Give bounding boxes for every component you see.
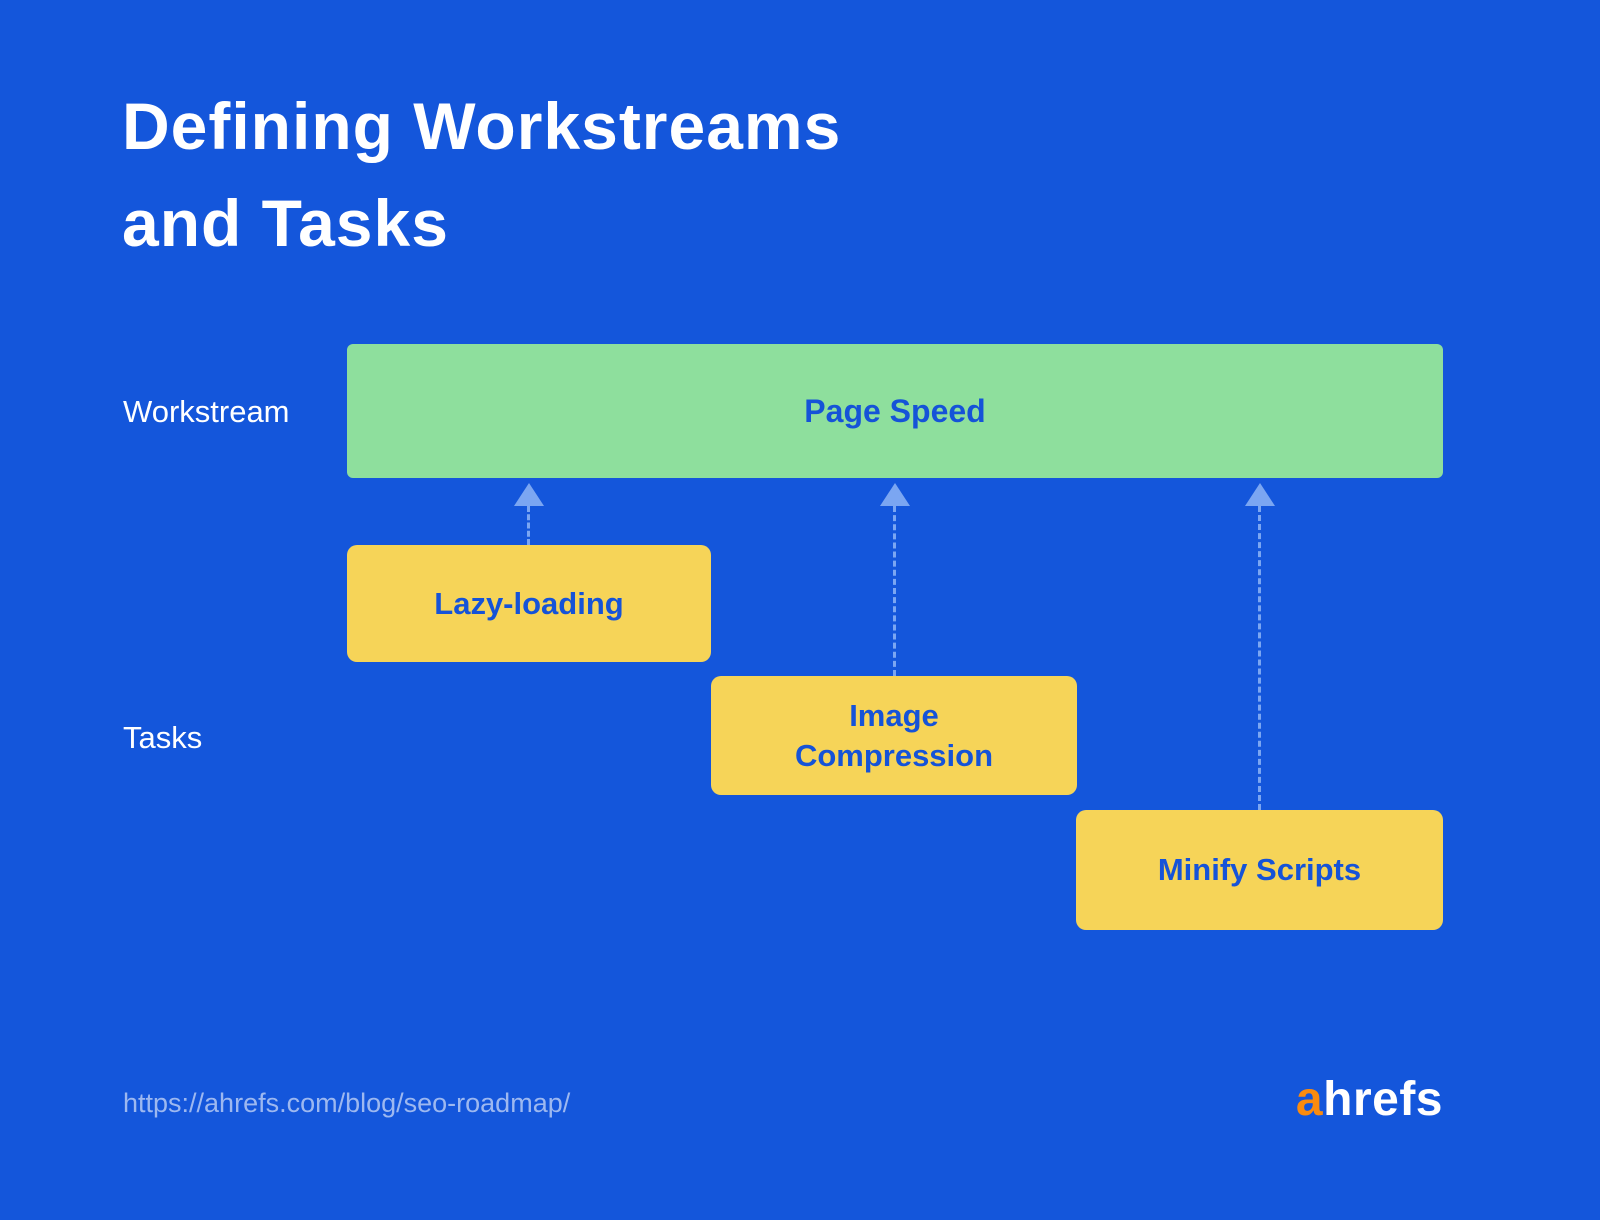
- ahrefs-logo-hrefs: hrefs: [1323, 1073, 1443, 1126]
- arrow-up-icon: [880, 483, 910, 506]
- tasks-label: Tasks: [123, 720, 203, 755]
- ahrefs-logo: ahrefs: [1296, 1072, 1443, 1127]
- arrow-up-icon: [1245, 483, 1275, 506]
- dashed-connector-lazy-loading: [527, 506, 530, 545]
- workstream-label: Workstream: [123, 394, 290, 429]
- workstream-bar: Page Speed: [347, 344, 1443, 478]
- task-box-minify-scripts: Minify Scripts: [1076, 810, 1443, 930]
- dashed-connector-minify-scripts: [1258, 506, 1261, 810]
- footer-url: https://ahrefs.com/blog/seo-roadmap/: [123, 1088, 571, 1118]
- page-title: Defining Workstreams and Tasks: [122, 89, 842, 260]
- task-box-image-compression: Image Compression: [711, 676, 1077, 795]
- task-box-lazy-loading: Lazy-loading: [347, 545, 711, 662]
- dashed-connector-image-compression: [893, 506, 896, 676]
- ahrefs-logo-a: a: [1295, 1073, 1324, 1126]
- workstream-bar-label: Page Speed: [804, 392, 986, 429]
- arrow-up-icon: [514, 483, 544, 506]
